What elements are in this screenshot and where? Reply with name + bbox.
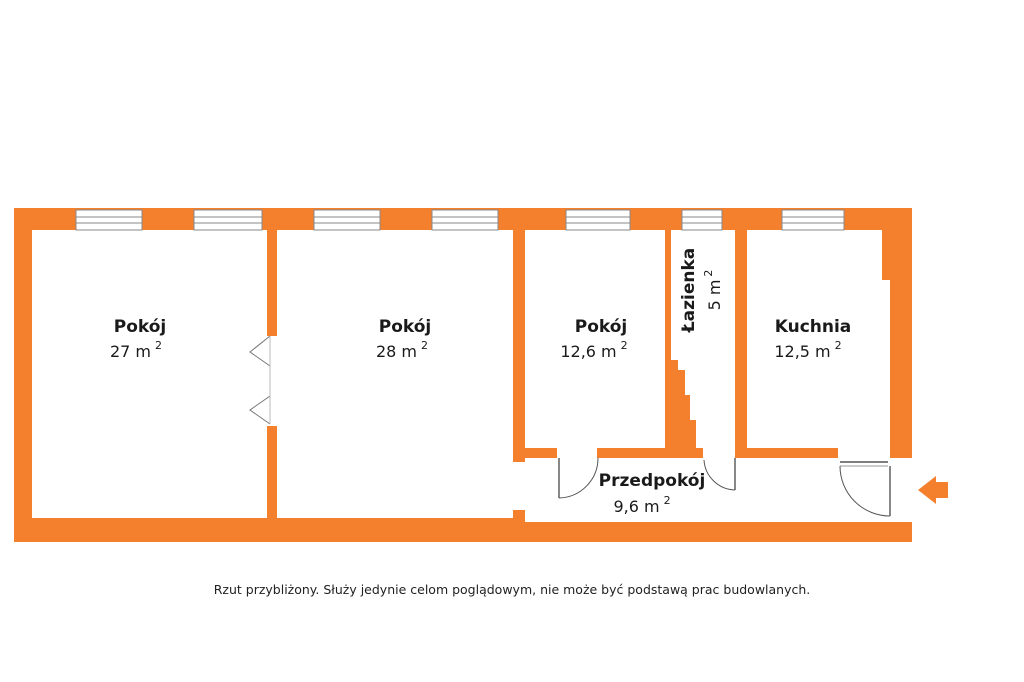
bath-link bbox=[703, 448, 735, 462]
door-leaf-upper bbox=[249, 335, 271, 367]
room-label-lazienka: Łazienka bbox=[679, 248, 699, 334]
door-opening-pokoj1-pokoj2 bbox=[265, 336, 279, 426]
window bbox=[431, 209, 499, 231]
entrance-arrow-icon bbox=[918, 476, 948, 504]
room-floor-przedpokoj bbox=[525, 458, 912, 522]
room-label-pokoj1: Pokój bbox=[114, 317, 167, 337]
room-floor-kuchnia bbox=[747, 230, 890, 448]
room-area-group-lazienka: 5 m2 bbox=[702, 270, 724, 311]
window bbox=[75, 209, 143, 231]
room-label-pokoj2: Pokój bbox=[379, 317, 432, 337]
kitchen-link bbox=[838, 448, 890, 462]
room-floor-lazienka bbox=[671, 230, 735, 458]
window bbox=[781, 209, 845, 231]
room-label-group-lazienka: Łazienka bbox=[679, 248, 699, 334]
door-swing-lazienka bbox=[703, 459, 736, 491]
room-area-lazienka: 5 m2 bbox=[702, 270, 724, 311]
door-opening-pokoj3 bbox=[557, 446, 597, 460]
window bbox=[313, 209, 381, 231]
windows bbox=[75, 209, 845, 231]
room-label-kuchnia: Kuchnia bbox=[775, 317, 852, 337]
door-swing-pokoj3 bbox=[558, 457, 599, 499]
window bbox=[193, 209, 263, 231]
window bbox=[681, 209, 723, 231]
room-label-pokoj3: Pokój bbox=[575, 317, 628, 337]
room-floor-pokoj1 bbox=[32, 230, 267, 518]
entrance-opening bbox=[890, 462, 912, 518]
corridor-link bbox=[513, 462, 527, 510]
room-floor-pokoj3 bbox=[525, 230, 665, 448]
room-floor-pokoj2 bbox=[277, 230, 513, 518]
door-swing-entrance bbox=[839, 465, 891, 517]
window bbox=[565, 209, 631, 231]
disclaimer-text: Rzut przybliżony. Służy jedynie celom po… bbox=[213, 582, 811, 597]
room-label-przedpokoj: Przedpokój bbox=[599, 471, 706, 491]
door-leaf-lower bbox=[249, 395, 271, 425]
